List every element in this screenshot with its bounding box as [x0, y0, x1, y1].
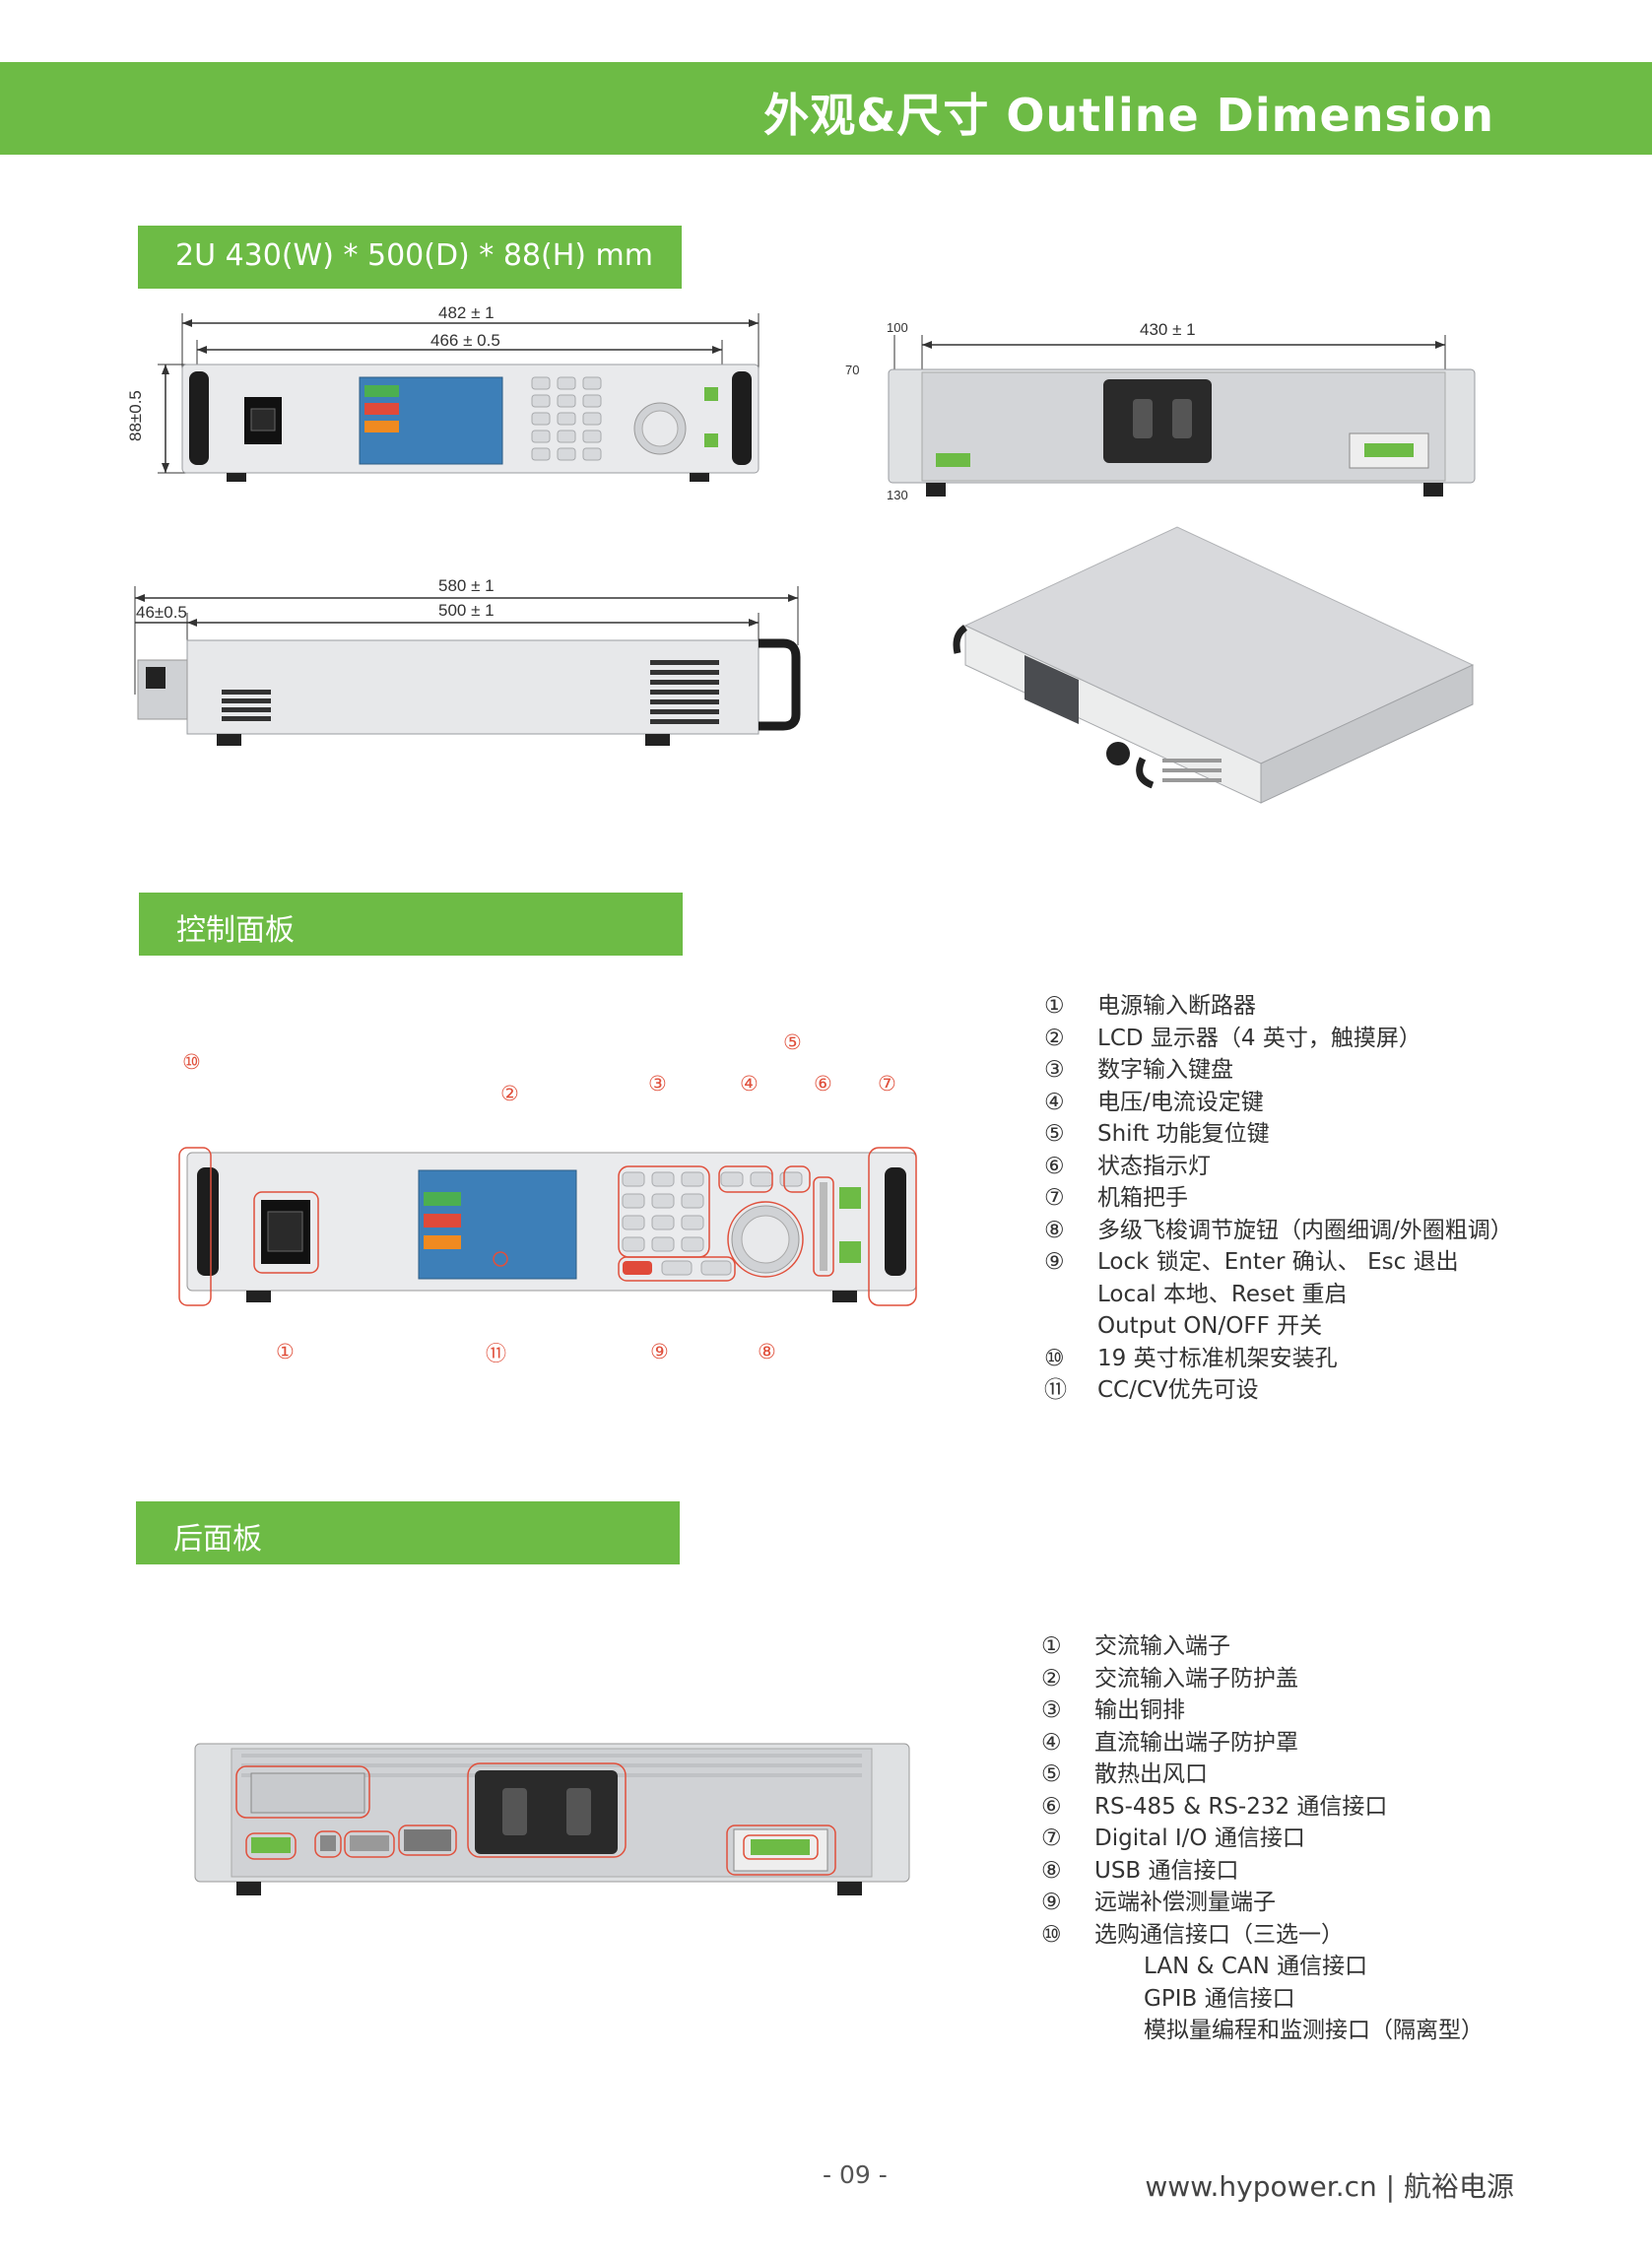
callout-9: ⑨	[650, 1340, 669, 1363]
rear-dim-width: 430 ± 1	[1140, 320, 1196, 339]
isometric-product-photo	[953, 526, 1475, 804]
control-panel-image	[178, 1147, 917, 1306]
rear-view-drawing	[888, 335, 1476, 497]
rear-panel-section-label: 后面板	[173, 1522, 262, 1557]
callout-6: ⑥	[814, 1072, 832, 1095]
side-view-drawing	[134, 586, 801, 746]
callout-8: ⑧	[758, 1340, 776, 1363]
header-bar: 外观&尺寸 Outline Dimension	[0, 62, 1652, 155]
rear-dim-70: 70	[845, 363, 860, 377]
callout-5: ⑤	[783, 1030, 802, 1054]
callout-1: ①	[276, 1340, 295, 1363]
callout-3: ③	[648, 1072, 667, 1095]
front-dim-height: 88±0.5	[126, 390, 145, 441]
rear-dim-130: 130	[887, 488, 908, 502]
front-dim-inner: 466 ± 0.5	[430, 331, 500, 350]
control-panel-section-bar: 控制面板	[139, 893, 683, 956]
callout-7: ⑦	[878, 1072, 896, 1095]
callout-10: ⑩	[182, 1050, 201, 1074]
legend-row: Local 本地、Reset 重启	[1097, 1281, 1348, 1307]
page-title: 外观&尺寸 Outline Dimension	[763, 89, 1494, 142]
front-dim-total: 482 ± 1	[438, 303, 495, 322]
rear-panel-image	[194, 1743, 910, 1895]
side-dim-depth: 500 ± 1	[438, 601, 495, 620]
dimension-section-label: 2U 430(W) * 500(D) * 88(H) mm	[175, 238, 653, 273]
legend-sub-row: GPIB 通信接口	[1144, 1985, 1295, 2012]
legend-row: Output ON/OFF 开关	[1097, 1313, 1323, 1339]
legend-sub-row: 模拟量编程和监测接口（隔离型）	[1144, 2018, 1484, 2043]
page-number: - 09 -	[823, 2160, 888, 2189]
callout-4: ④	[740, 1072, 759, 1095]
rear-panel-section-bar: 后面板	[136, 1501, 680, 1564]
dimension-section-bar: 2U 430(W) * 500(D) * 88(H) mm	[138, 226, 682, 289]
side-dim-total: 580 ± 1	[438, 576, 495, 595]
footer-site-link[interactable]: www.hypower.cn | 航裕电源	[1145, 2170, 1514, 2203]
front-view-drawing	[158, 313, 760, 482]
callout-2: ②	[500, 1082, 519, 1105]
side-dim-front: 46±0.5	[136, 603, 187, 622]
control-panel-section-label: 控制面板	[176, 913, 295, 948]
rear-dim-100: 100	[887, 320, 908, 335]
legend-sub-row: LAN & CAN 通信接口	[1144, 1954, 1368, 1979]
callout-11: ⑪	[486, 1342, 506, 1365]
